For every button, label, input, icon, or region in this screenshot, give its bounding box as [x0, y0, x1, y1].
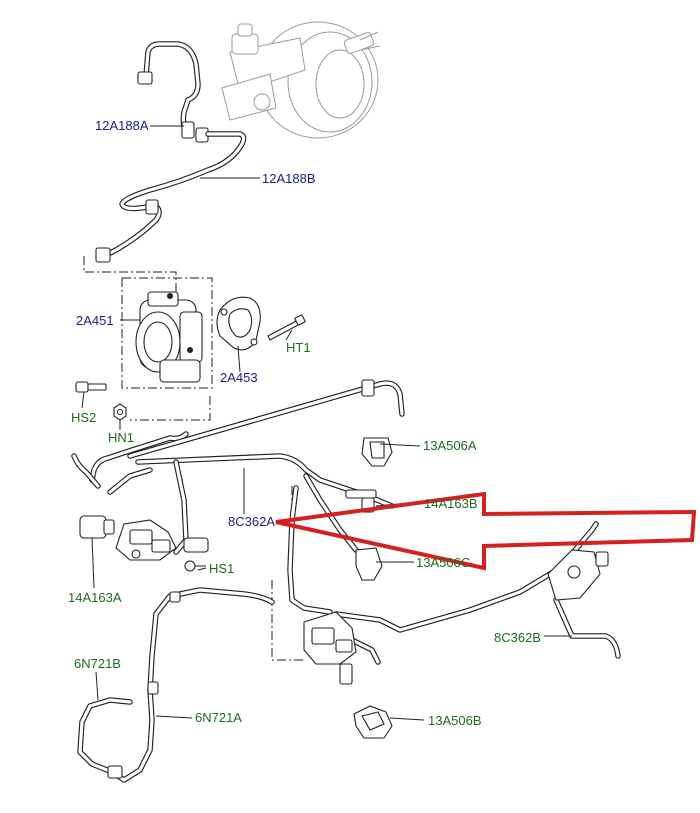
pressure-sensor-a: [79, 515, 115, 539]
gasket: [216, 296, 261, 351]
label-hn1: HN1: [108, 430, 135, 445]
label-ht1: HT1: [286, 340, 311, 355]
label-12a188a: 12A188A: [95, 118, 149, 133]
hydraulic-module-right: [303, 611, 357, 685]
label-6n721b: 6N721B: [74, 656, 121, 671]
wiring-harness: [77, 587, 275, 783]
label-6n721a: 6N721A: [195, 710, 242, 725]
label-2a451: 2A451: [76, 313, 114, 328]
clip-13a506c: [355, 547, 383, 581]
label-hs2: HS2: [71, 410, 97, 425]
nut-hn1: [113, 403, 127, 421]
label-13a506a: 13A506A: [423, 438, 477, 453]
leader-lines: [81, 125, 572, 721]
label-12a188b: 12A188B: [262, 171, 316, 186]
stud-ht1: [267, 314, 306, 341]
highlight-arrow: [275, 491, 697, 571]
label-8c362b: 8C362B: [494, 630, 541, 645]
clip-top: [361, 379, 375, 397]
assembly-lines: [83, 256, 304, 661]
bolt-hs2: [75, 381, 107, 393]
label-13a506b: 13A506B: [428, 713, 482, 728]
hydraulic-module-left: [115, 519, 209, 561]
label-2a453: 2A453: [220, 370, 258, 385]
vacuum-pump: [135, 291, 203, 383]
label-8c362a: 8C362A: [228, 514, 275, 529]
brake-booster: [221, 21, 381, 139]
bolt-hs1: [184, 560, 206, 572]
label-14a163a: 14A163A: [68, 590, 122, 605]
label-13a506c: 13A506C: [416, 555, 471, 570]
clip-13a506a: [361, 437, 393, 467]
label-hs1: HS1: [209, 561, 235, 576]
label-14a163b: 14A163B: [424, 496, 478, 511]
clip-13a506b: [353, 705, 393, 739]
pipe-bracket: [547, 549, 609, 601]
brake-pipes: [71, 380, 621, 665]
vacuum-hose-upper: [95, 41, 247, 263]
